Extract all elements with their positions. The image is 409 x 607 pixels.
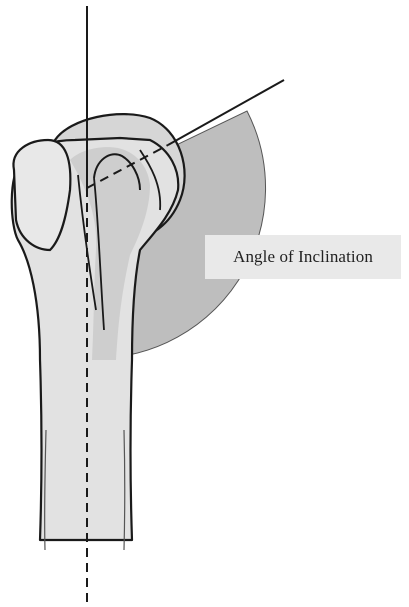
angle-label: Angle of Inclination <box>205 235 401 279</box>
